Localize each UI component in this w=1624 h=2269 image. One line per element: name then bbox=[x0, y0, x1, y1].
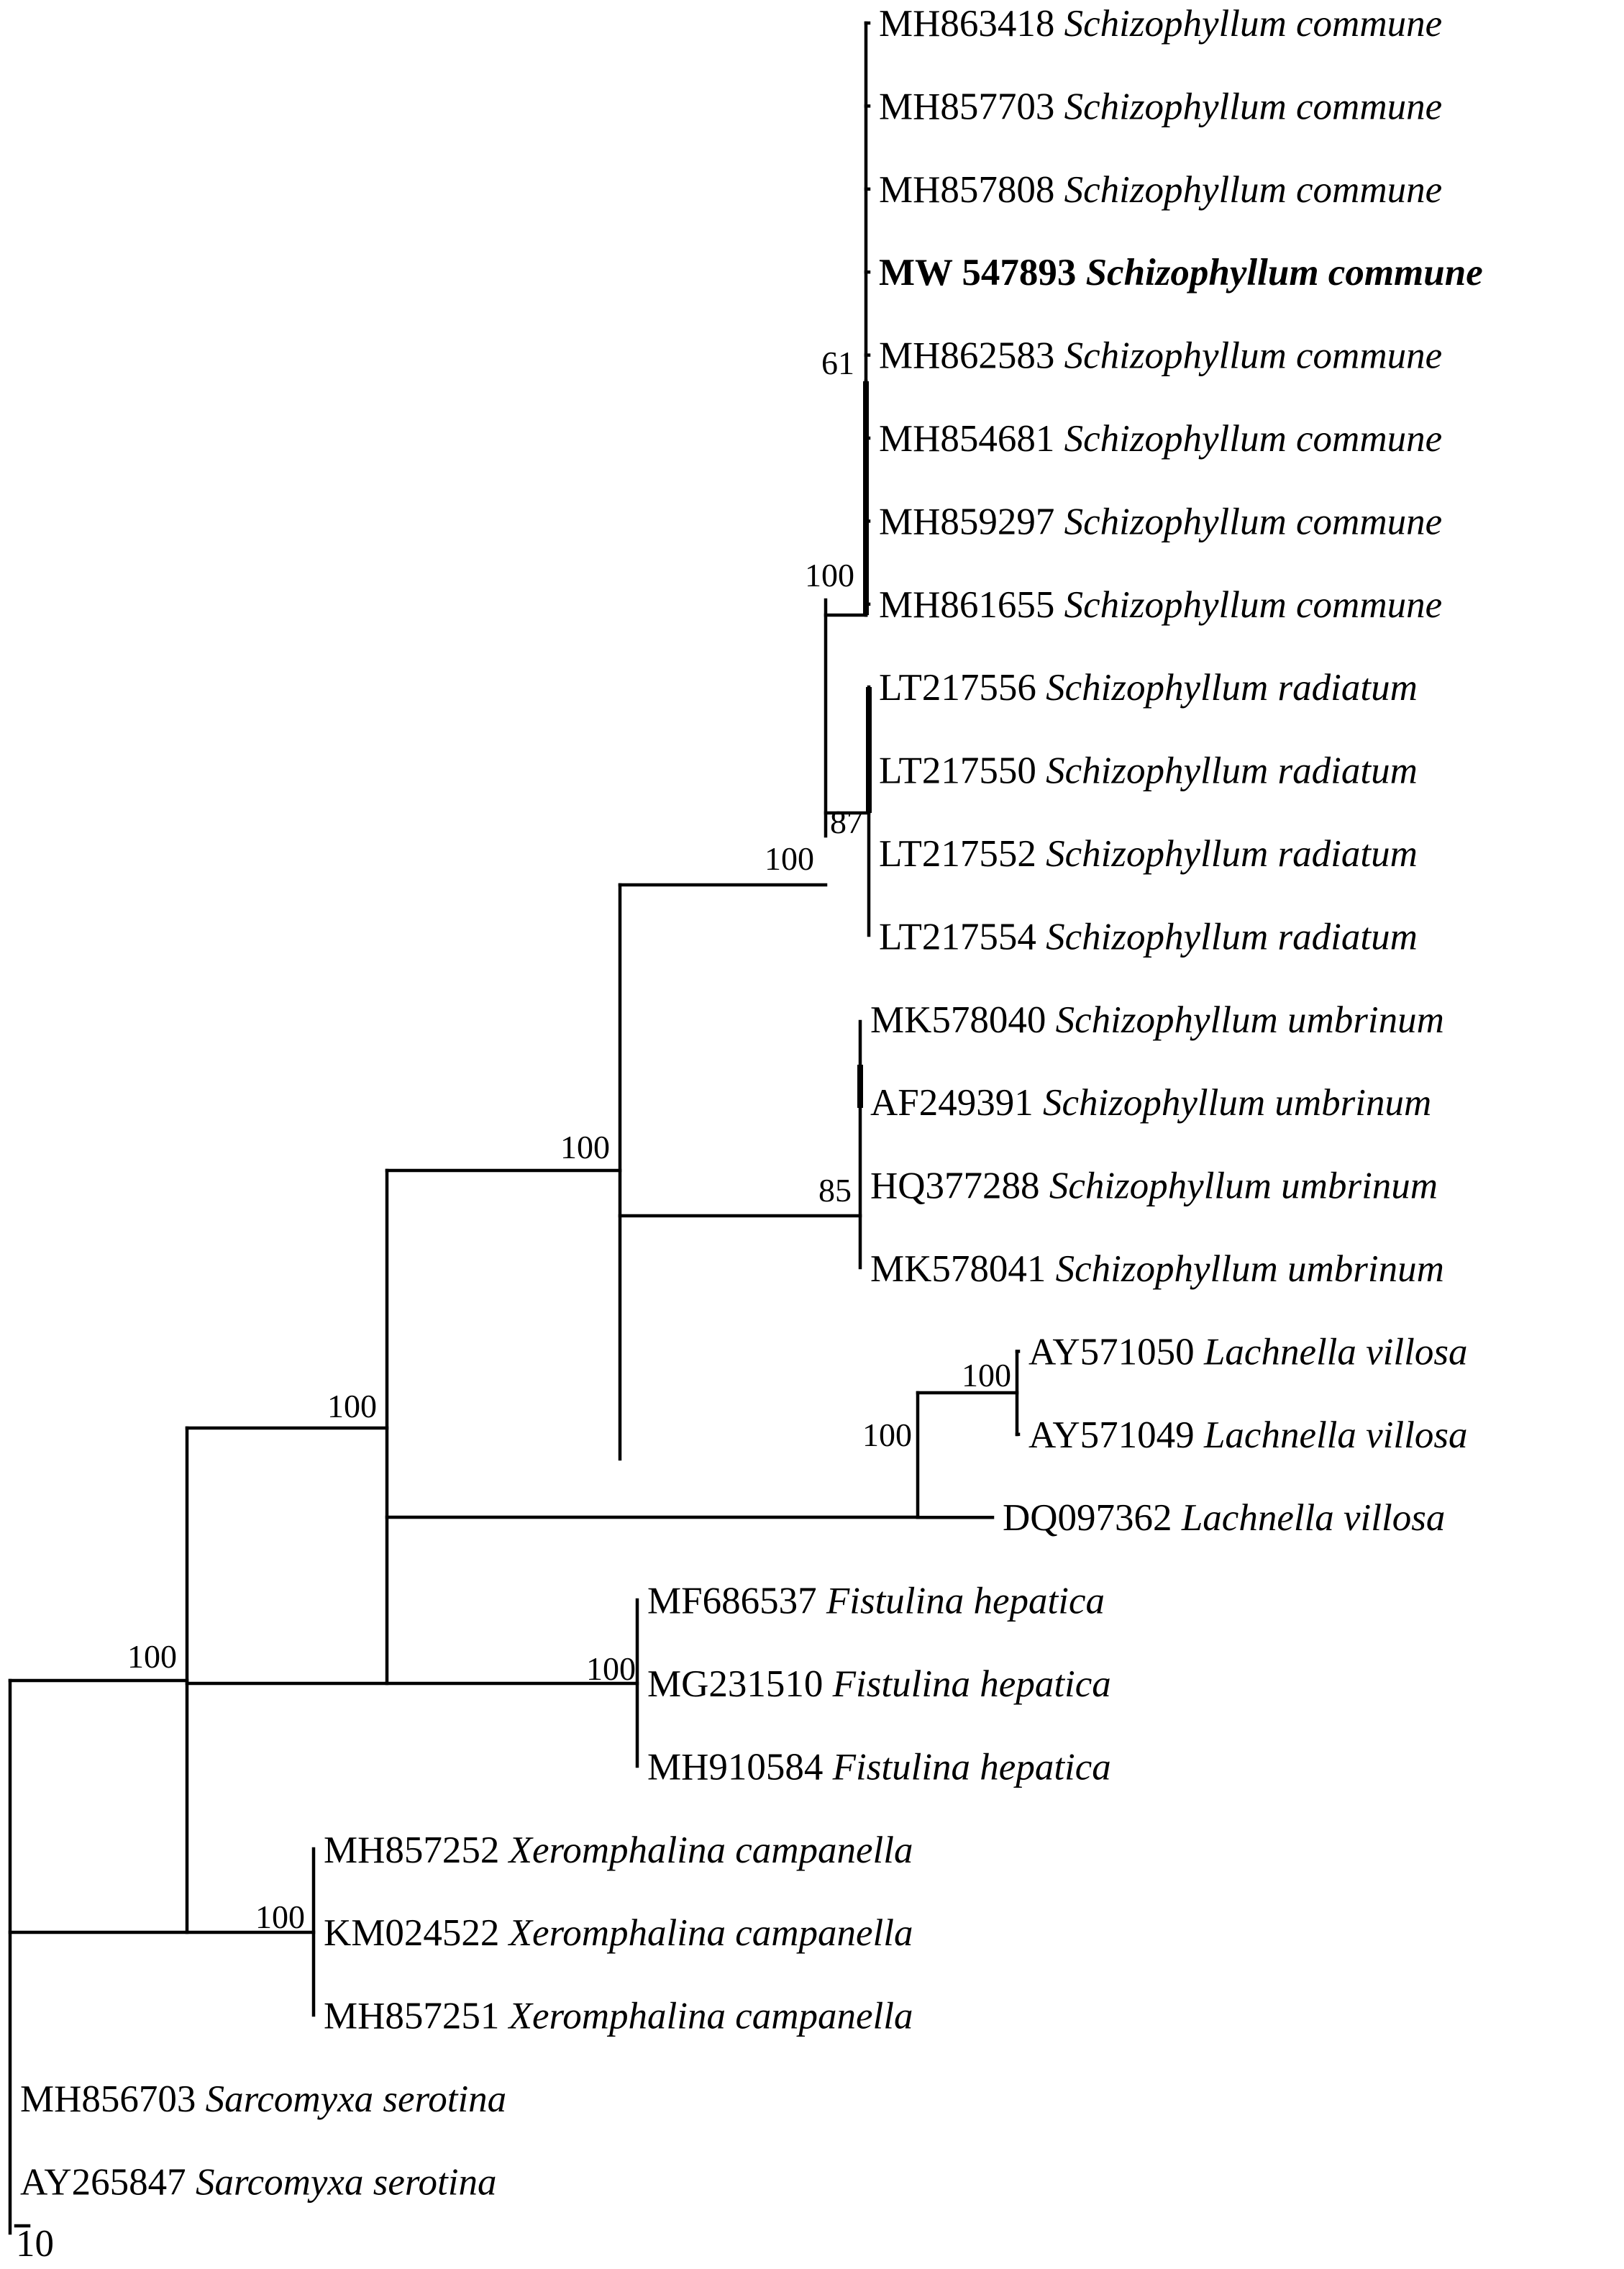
leaf-label: MH857252 Xeromphalina campanella bbox=[324, 1829, 913, 1871]
leaf-accession: MK578041 bbox=[870, 1248, 1056, 1290]
leaf-accession: MH857252 bbox=[324, 1829, 509, 1871]
leaf-label: MF686537 Fistulina hepatica bbox=[647, 1581, 1105, 1622]
leaf-species: Lachnella villosa bbox=[1203, 1331, 1468, 1373]
leaf-accession: AY571049 bbox=[1028, 1414, 1204, 1456]
leaf-accession: MH862583 bbox=[879, 335, 1064, 377]
leaf-species: Schizophyllum radiatum bbox=[1046, 667, 1418, 709]
leaf-species: Sarcomyxa serotina bbox=[196, 2161, 497, 2203]
leaf-label: MG231510 Fistulina hepatica bbox=[647, 1663, 1111, 1705]
leaf-accession: LT217554 bbox=[879, 916, 1046, 958]
leaf-accession: LT217552 bbox=[879, 833, 1046, 875]
leaf-label: MH863418 Schizophyllum commune bbox=[879, 3, 1442, 45]
leaf-accession: AY265847 bbox=[20, 2161, 196, 2203]
scale-bar-label: 10 bbox=[16, 2223, 54, 2265]
bootstrap-value: 100 bbox=[962, 1357, 1011, 1393]
bootstrap-value: 61 bbox=[821, 345, 854, 381]
leaf-label: HQ377288 Schizophyllum umbrinum bbox=[870, 1165, 1438, 1207]
leaf-species: Schizophyllum commune bbox=[1064, 86, 1442, 127]
bootstrap-value: 87 bbox=[830, 804, 863, 840]
leaf-label: LT217550 Schizophyllum radiatum bbox=[879, 750, 1418, 792]
leaf-label: AY265847 Sarcomyxa serotina bbox=[20, 2161, 496, 2203]
leaf-species: Schizophyllum commune bbox=[1064, 584, 1442, 626]
bootstrap-value: 100 bbox=[127, 1638, 177, 1675]
leaf-accession: MH863418 bbox=[879, 3, 1064, 45]
leaf-species: Schizophyllum commune bbox=[1086, 252, 1483, 294]
leaf-label: KM024522 Xeromphalina campanella bbox=[324, 1912, 913, 1954]
leaf-accession: MK578040 bbox=[870, 999, 1056, 1041]
bootstrap-value: 85 bbox=[818, 1172, 852, 1209]
leaf-species: Fistulina hepatica bbox=[826, 1581, 1105, 1622]
leaf-accession: MW 547893 bbox=[879, 252, 1086, 294]
leaf-species: Schizophyllum commune bbox=[1064, 3, 1442, 45]
leaf-species: Schizophyllum radiatum bbox=[1046, 916, 1418, 958]
leaf-species: Lachnella villosa bbox=[1203, 1414, 1468, 1456]
bootstrap-value: 100 bbox=[805, 557, 854, 594]
leaf-species: Schizophyllum commune bbox=[1064, 501, 1442, 542]
leaf-accession: AF249391 bbox=[870, 1082, 1043, 1124]
tree-branches bbox=[8, 21, 1021, 2235]
leaf-species: Schizophyllum commune bbox=[1064, 169, 1442, 211]
leaf-accession: AY571050 bbox=[1028, 1331, 1204, 1373]
bootstrap-value: 100 bbox=[560, 1129, 610, 1165]
leaf-accession: MH857251 bbox=[324, 1996, 509, 2037]
bootstrap-value: 100 bbox=[765, 840, 814, 877]
leaf-label: MK578040 Schizophyllum umbrinum bbox=[870, 999, 1444, 1041]
bootstrap-value: 100 bbox=[586, 1650, 636, 1687]
leaf-accession: LT217556 bbox=[879, 667, 1046, 709]
leaf-label: MH857808 Schizophyllum commune bbox=[879, 169, 1442, 211]
bootstrap-value: 100 bbox=[862, 1417, 912, 1453]
leaf-label: DQ097362 Lachnella villosa bbox=[1003, 1497, 1445, 1539]
leaf-label: MH854681 Schizophyllum commune bbox=[879, 418, 1442, 460]
leaf-label: MH862583 Schizophyllum commune bbox=[879, 335, 1442, 377]
bootstrap-value: 100 bbox=[255, 1899, 305, 1935]
leaf-label: AY571050 Lachnella villosa bbox=[1028, 1331, 1468, 1373]
leaf-accession: MH861655 bbox=[879, 584, 1064, 626]
leaf-label: MH857251 Xeromphalina campanella bbox=[324, 1996, 913, 2037]
leaf-accession: MH857703 bbox=[879, 86, 1064, 127]
leaf-label: AY571049 Lachnella villosa bbox=[1028, 1414, 1468, 1456]
leaf-species: Schizophyllum umbrinum bbox=[1049, 1165, 1438, 1207]
leaf-label: MH859297 Schizophyllum commune bbox=[879, 501, 1442, 542]
leaf-species: Fistulina hepatica bbox=[832, 1746, 1111, 1788]
leaf-accession: MH856703 bbox=[20, 2078, 206, 2120]
leaf-label: MH861655 Schizophyllum commune bbox=[879, 584, 1442, 626]
leaf-label: LT217554 Schizophyllum radiatum bbox=[879, 916, 1418, 958]
leaf-species: Schizophyllum commune bbox=[1064, 418, 1442, 460]
leaf-species: Schizophyllum umbrinum bbox=[1043, 1082, 1431, 1124]
leaf-accession: MH854681 bbox=[879, 418, 1064, 460]
leaf-accession: MG231510 bbox=[647, 1663, 833, 1705]
leaf-label: LT217556 Schizophyllum radiatum bbox=[879, 667, 1418, 709]
leaf-species: Schizophyllum umbrinum bbox=[1056, 999, 1444, 1041]
leaf-accession: MH910584 bbox=[647, 1746, 833, 1788]
leaf-accession: HQ377288 bbox=[870, 1165, 1049, 1207]
leaf-label: MH910584 Fistulina hepatica bbox=[647, 1746, 1111, 1788]
leaf-accession: LT217550 bbox=[879, 750, 1046, 792]
leaf-species: Schizophyllum radiatum bbox=[1046, 833, 1418, 875]
leaf-species: Schizophyllum umbrinum bbox=[1056, 1248, 1444, 1290]
leaf-species: Fistulina hepatica bbox=[832, 1663, 1111, 1705]
leaf-species: Schizophyllum commune bbox=[1064, 335, 1442, 377]
leaf-accession: KM024522 bbox=[324, 1912, 509, 1954]
leaf-label: LT217552 Schizophyllum radiatum bbox=[879, 833, 1418, 875]
bootstrap-value: 100 bbox=[327, 1388, 377, 1424]
leaf-accession: MH859297 bbox=[879, 501, 1064, 542]
leaf-label: MH856703 Sarcomyxa serotina bbox=[20, 2078, 506, 2120]
leaf-species: Xeromphalina campanella bbox=[508, 1829, 913, 1871]
leaf-label: MK578041 Schizophyllum umbrinum bbox=[870, 1248, 1444, 1290]
leaf-accession: DQ097362 bbox=[1003, 1497, 1182, 1539]
leaf-accession: MH857808 bbox=[879, 169, 1064, 211]
leaf-species: Xeromphalina campanella bbox=[508, 1912, 913, 1954]
leaf-label: AF249391 Schizophyllum umbrinum bbox=[870, 1082, 1431, 1124]
leaf-accession: MF686537 bbox=[647, 1581, 826, 1622]
bootstrap-values: 61 100 87 100 85 100 100 100 100 100 100 100 bbox=[127, 345, 1011, 1935]
leaf-species: Xeromphalina campanella bbox=[508, 1996, 913, 2037]
leaf-species: Schizophyllum radiatum bbox=[1046, 750, 1418, 792]
scale-bar: 10 bbox=[14, 2223, 54, 2265]
leaf-species: Lachnella villosa bbox=[1181, 1497, 1446, 1539]
leaf-species: Sarcomyxa serotina bbox=[206, 2078, 507, 2120]
leaf-label: MH857703 Schizophyllum commune bbox=[879, 86, 1442, 127]
leaf-label: MW 547893 Schizophyllum commune bbox=[879, 252, 1483, 294]
